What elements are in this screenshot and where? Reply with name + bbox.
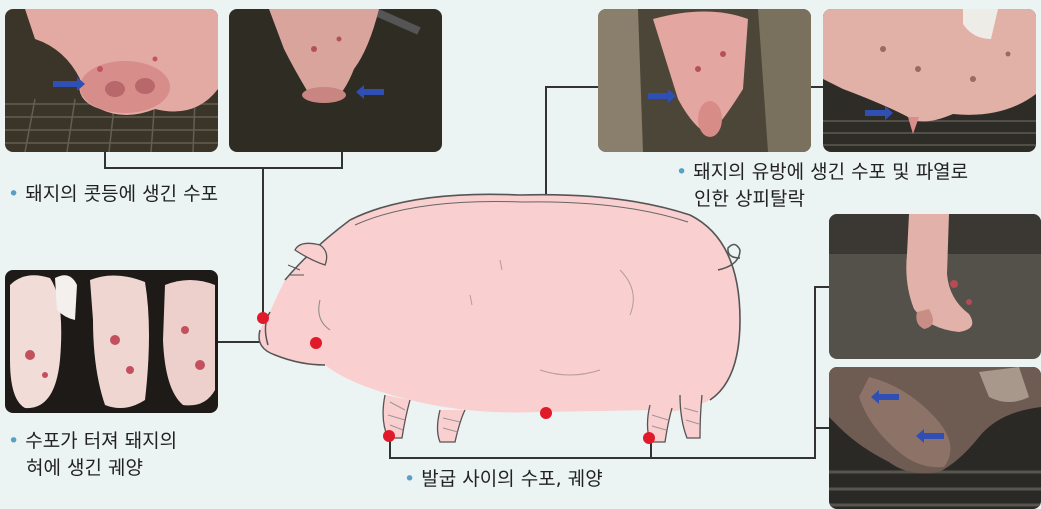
hoof-connector-right	[814, 286, 816, 459]
hoof-connector-bottom	[389, 457, 816, 459]
udder-marker	[540, 407, 552, 419]
udder-caption-line1: 돼지의 유방에 생긴 수포 및 파열로	[693, 161, 968, 183]
snout-marker	[257, 312, 269, 324]
udder-caption: • 돼지의 유방에 생긴 수포 및 파열로 인한 상피탈락	[676, 159, 968, 213]
udder-connector-horizontal	[545, 86, 600, 88]
snout-caption: • 돼지의 콧등에 생긴 수포	[8, 181, 218, 208]
hoof-caption: • 발굽 사이의 수포, 궤양	[404, 466, 603, 493]
tongue-photo	[5, 270, 218, 413]
snout-photo-1	[5, 9, 218, 152]
tongue-marker	[310, 337, 322, 349]
hoof-photo-1	[829, 214, 1041, 359]
tongue-caption-line2: 혀에 생긴 궤양	[26, 457, 143, 479]
hoof-caption-text: 발굽 사이의 수포, 궤양	[421, 468, 602, 490]
snout-bracket-bottom	[104, 167, 343, 169]
tongue-caption-line1: 수포가 터져 돼지의	[25, 430, 177, 452]
hoof-photo-2	[829, 367, 1041, 509]
udder-photo-link	[810, 86, 824, 88]
snout-caption-text: 돼지의 콧등에 생긴 수포	[25, 183, 218, 205]
snout-photo-2	[229, 9, 442, 152]
pig-illustration	[240, 180, 770, 450]
udder-caption-line2: 인한 상피탈락	[694, 188, 805, 210]
tongue-caption: • 수포가 터져 돼지의 혀에 생긴 궤양	[8, 428, 177, 482]
bullet-icon: •	[8, 430, 19, 452]
rear-hoof-marker	[643, 432, 655, 444]
front-hoof-marker	[383, 430, 395, 442]
bullet-icon: •	[404, 468, 415, 490]
hoof-photo-link-top	[814, 286, 830, 288]
udder-photo-2	[823, 9, 1036, 152]
bullet-icon: •	[8, 183, 19, 205]
bullet-icon: •	[676, 161, 687, 183]
udder-photo-1	[598, 9, 811, 152]
hoof-photo-link-bottom	[814, 427, 830, 429]
